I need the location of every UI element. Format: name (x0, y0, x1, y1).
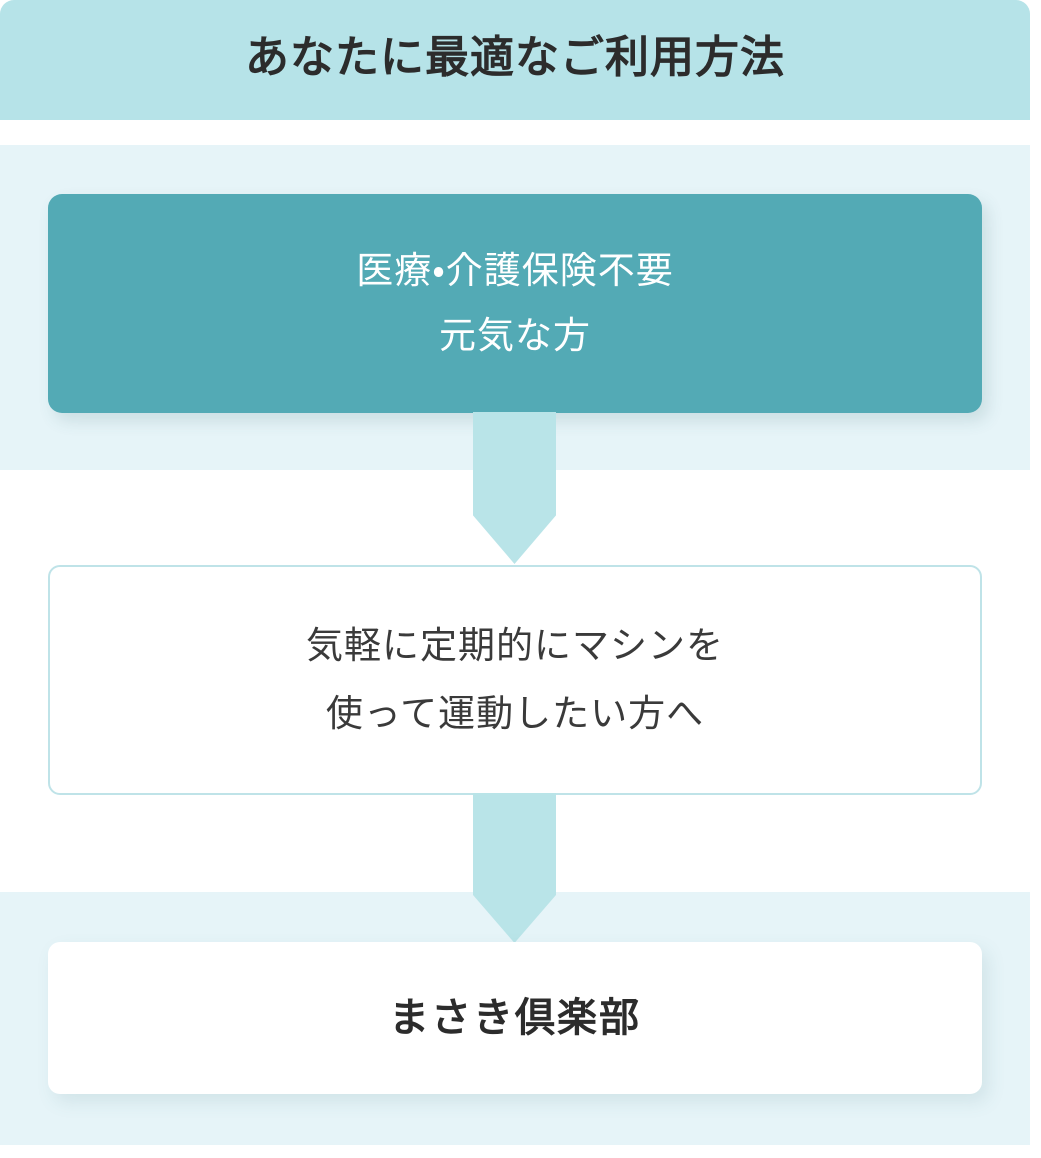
flow-node-result-label: まさき倶楽部 (389, 996, 641, 1040)
header-banner: あなたに最適なご利用方法 (0, 0, 1030, 120)
flow-node-need-line-2: 使って運動したい方へ (325, 693, 705, 734)
flow-node-need[interactable]: 気軽に定期的にマシンを 使って運動したい方へ (48, 565, 982, 795)
down-arrow-icon (473, 793, 556, 943)
flow-node-eligibility-line-2: 元気な方 (439, 314, 591, 356)
page-title: あなたに最適なご利用方法 (245, 33, 785, 82)
flow-node-eligibility-line-1: 医療・介護保険不要 (356, 249, 674, 291)
down-arrow-icon (473, 412, 556, 564)
flow-node-result[interactable]: まさき倶楽部 (48, 942, 982, 1094)
flow-node-need-line-1: 気軽に定期的にマシンを (306, 624, 724, 666)
flow-node-eligibility[interactable]: 医療・介護保険不要 元気な方 (48, 194, 982, 413)
